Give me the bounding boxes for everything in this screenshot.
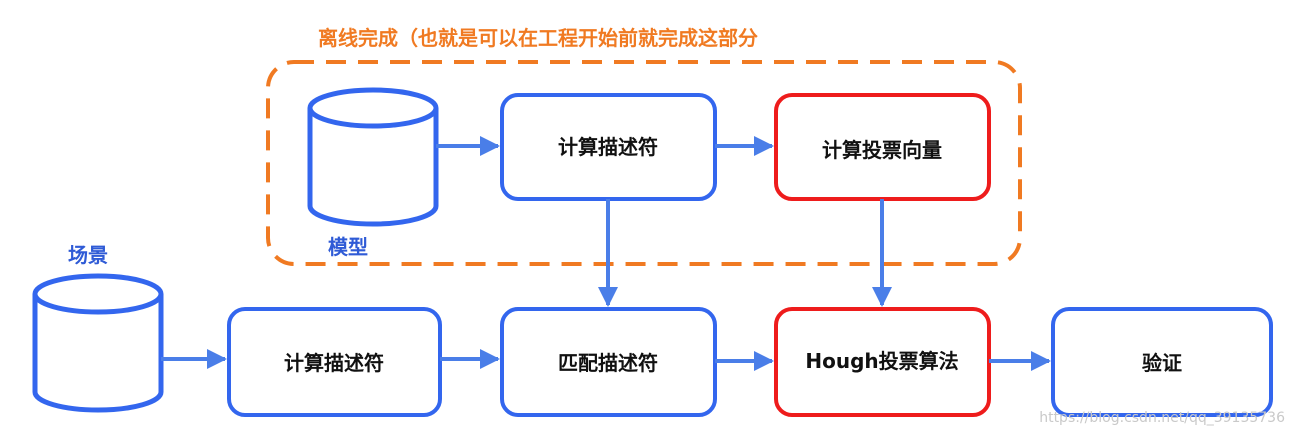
offline-group-boundary — [266, 60, 1022, 266]
scene-label: 场景 — [68, 243, 108, 267]
model-database-icon — [307, 87, 439, 227]
verify-box — [1051, 307, 1273, 417]
offline-group-label: 离线完成（也就是可以在工程开始前就完成这部分 — [318, 26, 758, 50]
scene-compute-descriptor-label: 计算描述符 — [284, 351, 384, 375]
model-compute-descriptor-label: 计算描述符 — [558, 135, 658, 159]
match-descriptor-label: 匹配描述符 — [558, 351, 658, 375]
scene-compute-descriptor-box — [227, 307, 442, 417]
compute-vote-vector-label: 计算投票向量 — [822, 138, 942, 162]
scene-database-icon — [32, 273, 164, 413]
verify-label: 验证 — [1142, 351, 1182, 375]
watermark: https://blog.csdn.net/qq_39135736 — [1039, 410, 1285, 426]
model-label: 模型 — [328, 235, 368, 259]
hough-voting-label: Hough投票算法 — [805, 349, 958, 373]
